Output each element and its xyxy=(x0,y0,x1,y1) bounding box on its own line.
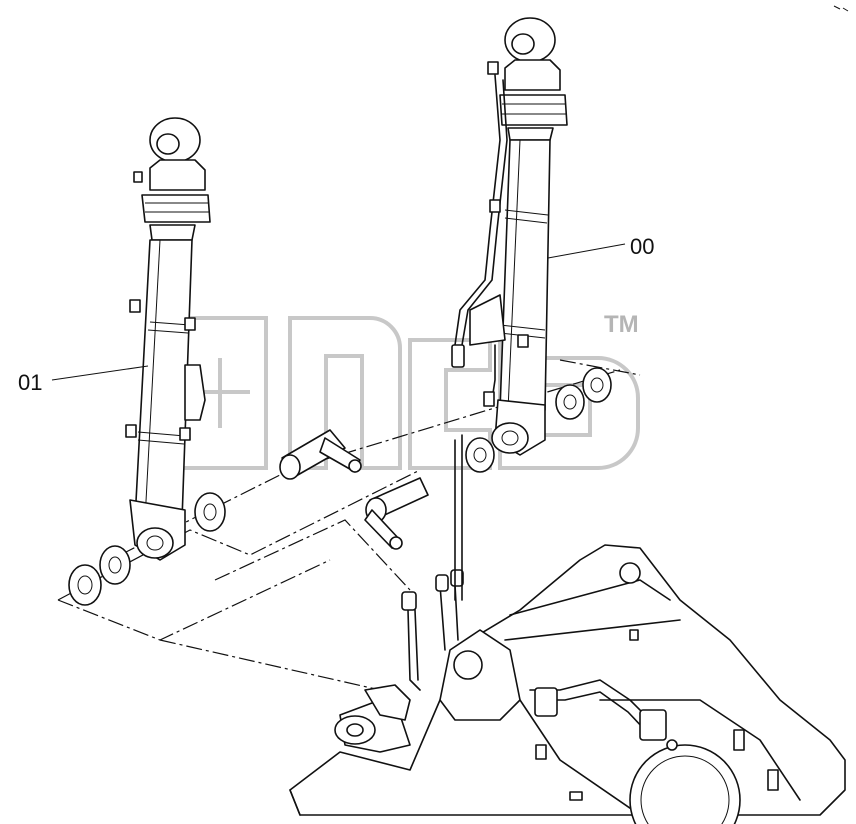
main-frame xyxy=(289,544,846,824)
pins-and-washers xyxy=(68,367,612,606)
center-mount xyxy=(334,629,521,753)
label-00: 00 xyxy=(630,234,654,259)
trademark-text: TM xyxy=(604,311,639,338)
callouts: 01 00 xyxy=(18,234,654,395)
corner-mark xyxy=(833,5,849,12)
hydraulic-hoses xyxy=(401,569,678,751)
leader-line-00 xyxy=(547,243,626,259)
cylinder-01 xyxy=(125,117,211,561)
label-01: 01 xyxy=(18,370,42,395)
leader-line-01 xyxy=(51,365,149,381)
cylinder-00 xyxy=(451,17,568,456)
